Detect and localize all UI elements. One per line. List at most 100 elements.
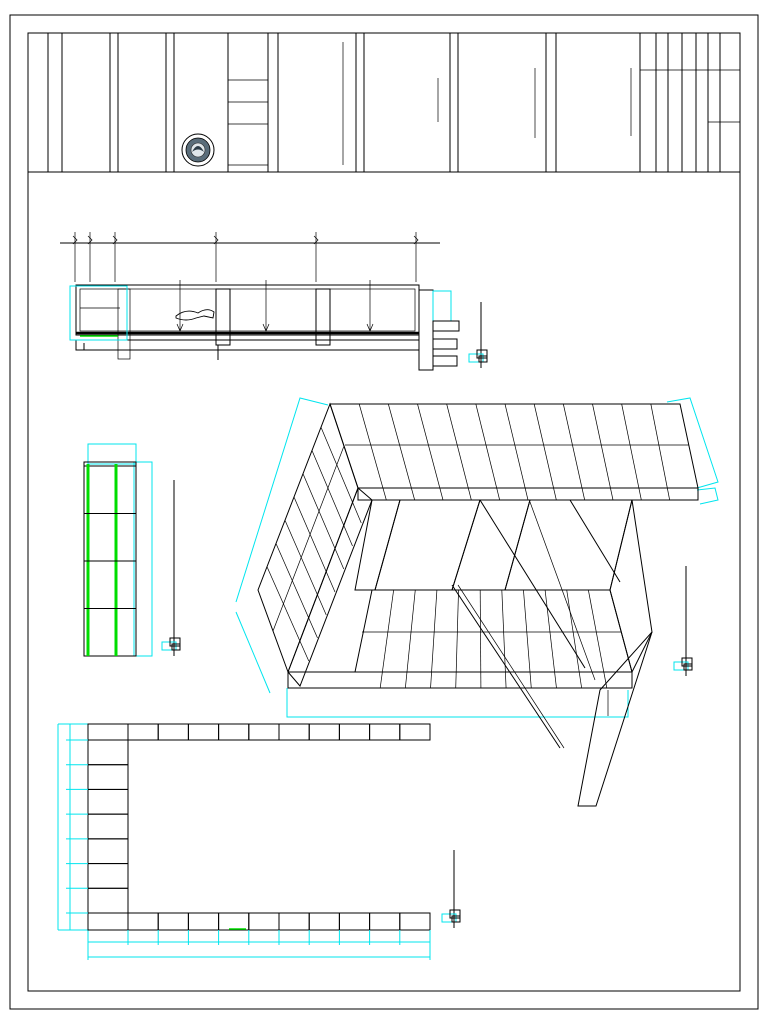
iso-inner-face: [354, 499, 401, 591]
marker-tag: [478, 355, 488, 363]
dimension-box: [69, 285, 128, 341]
long-section-view: [60, 232, 460, 371]
iso-block-joint: [588, 589, 608, 689]
plan-block: [338, 912, 371, 931]
marker-tag: [476, 349, 488, 359]
marker-plan: [441, 850, 461, 928]
iso-dimension-line: [235, 397, 329, 603]
dimension-arrow: [72, 235, 78, 245]
iso-block-joint: [311, 450, 353, 547]
plan-block: [369, 723, 401, 741]
marker-tag: [681, 657, 693, 667]
iso-block-joint: [566, 589, 582, 689]
end-wall: [418, 289, 434, 371]
iso-brace: [457, 584, 565, 749]
iso-back-wall-top: [329, 403, 699, 489]
load-arrowhead: [176, 323, 184, 332]
plan-block: [399, 723, 431, 741]
iso-front-blocks: [379, 589, 608, 689]
iso-block-joint: [417, 403, 444, 501]
load-arrowhead: [262, 323, 270, 332]
plan-block: [308, 723, 340, 741]
plan-block: [278, 723, 310, 741]
iso-block-joint: [475, 403, 501, 501]
plan-block: [87, 863, 129, 889]
iso-block-joint: [430, 589, 438, 689]
marker-isometric: [673, 566, 693, 676]
iso-inner-floor: [374, 499, 481, 591]
marker-tag: [451, 915, 461, 923]
iso-brace: [479, 499, 586, 669]
plan-block: [218, 723, 250, 741]
iso-block-joint: [544, 589, 557, 689]
dimension-arrow: [112, 235, 118, 245]
isometric-view: [235, 397, 719, 807]
plan-block: [369, 912, 401, 931]
plan-block: [87, 764, 129, 790]
plan-block: [338, 723, 371, 741]
iso-block-joint: [621, 403, 642, 501]
iso-block-joint: [358, 403, 387, 501]
pier: [315, 288, 331, 346]
iso-dimension-line: [696, 487, 719, 505]
plan-block: [399, 912, 431, 931]
dimension-box: [133, 461, 153, 657]
dimension-arrow: [313, 235, 319, 245]
iso-block-joint: [533, 403, 557, 501]
plan-block: [87, 813, 129, 840]
circular-seal-icon: [181, 133, 215, 167]
plan-block: [87, 838, 129, 865]
outer-border: [9, 14, 759, 1010]
figure-sketch-icon: [175, 309, 215, 321]
elevation-panels: [84, 513, 136, 609]
pier: [117, 288, 131, 360]
iso-block-joint: [592, 403, 614, 501]
marker-long-section: [468, 302, 488, 368]
iso-block-joint: [523, 589, 532, 689]
iso-block-joint: [293, 496, 336, 593]
outlet-pipe: [432, 355, 458, 367]
iso-right-face: [609, 499, 653, 674]
dimension-arrow: [413, 235, 419, 245]
dimension-box: [87, 443, 137, 465]
iso-block-joint: [405, 589, 416, 689]
iso-dimension-line: [235, 611, 271, 694]
plan-blocks: [87, 723, 431, 931]
iso-brace: [529, 501, 596, 681]
iso-block-joint: [275, 543, 318, 639]
iso-block-joint: [446, 403, 472, 501]
iso-block-joint: [302, 473, 345, 570]
iso-block-joint: [455, 589, 459, 689]
iso-dimension-line: [666, 397, 719, 489]
plan-block: [157, 723, 189, 741]
plan-view: [57, 723, 431, 960]
plan-block: [308, 912, 340, 931]
iso-block-joint: [504, 403, 529, 501]
marker-tag: [169, 637, 181, 647]
plan-block: [248, 723, 280, 741]
side-elevation-view: [83, 443, 153, 657]
plan-block: [187, 912, 220, 931]
section-markers: [161, 302, 693, 928]
iso-block-joint: [479, 589, 482, 689]
plan-block: [278, 912, 310, 931]
iso-brace: [569, 499, 621, 583]
iso-left-blocks: [266, 427, 362, 662]
iso-block-joint: [501, 589, 507, 689]
iso-left-wall-top: [257, 402, 359, 674]
load-arrowhead: [366, 323, 374, 332]
plan-block: [248, 912, 280, 931]
plan-block: [87, 887, 129, 914]
plan-block: [187, 723, 220, 741]
dimension-ticks: [72, 232, 419, 282]
dimension-arrow: [87, 235, 93, 245]
base-slab: [75, 339, 420, 351]
marker-tag: [683, 663, 693, 671]
plan-block: [127, 912, 159, 931]
plan-block: [87, 912, 129, 931]
dimension-box: [432, 290, 452, 322]
iso-inner-step: [451, 499, 531, 591]
iso-dimension-line: [286, 688, 629, 718]
